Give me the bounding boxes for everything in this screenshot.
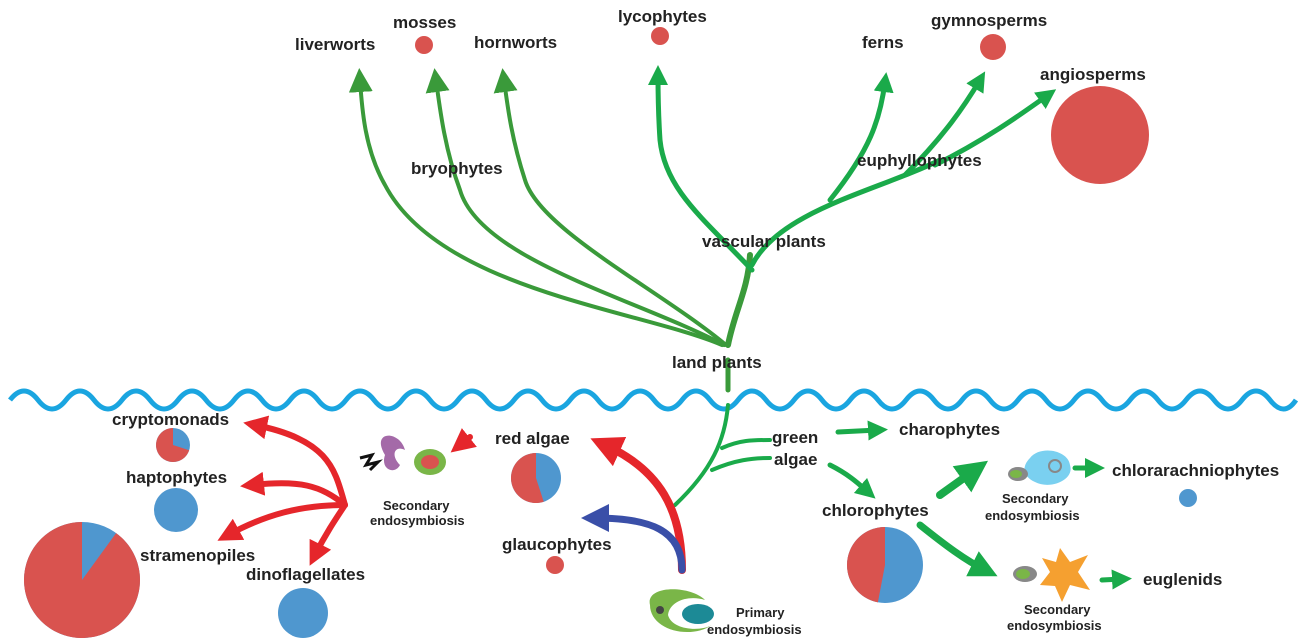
label-dinoflagellates: dinoflagellates <box>246 565 365 584</box>
branch-liverworts <box>348 68 724 347</box>
pie-charts <box>24 27 1197 638</box>
secondary-endosymbiosis-red-cell <box>359 435 446 475</box>
branch-vascular <box>725 252 753 348</box>
label-endosymbiosis-euglenid: endosymbiosis <box>1007 618 1102 633</box>
label-mosses: mosses <box>393 13 456 32</box>
primary-endosymbiosis-cell <box>649 589 714 633</box>
water-surface-line <box>8 388 1299 412</box>
label-endosymbiosis-chlorarachniophyte: endosymbiosis <box>985 508 1080 523</box>
label-primary: Primary <box>736 605 785 620</box>
secondary-endosymbiosis-chlorarachniophyte-cell <box>1008 450 1071 485</box>
branch-green-algae-bottom <box>710 456 772 472</box>
branch-green-algae-top <box>720 438 772 450</box>
pie-glaucophytes-red <box>546 556 564 574</box>
label-secondary-euglenid: Secondary <box>1024 602 1091 617</box>
label-glaucophytes: glaucophytes <box>502 535 612 554</box>
secondary-endosymbiosis-euglenid-cell <box>1013 548 1090 602</box>
branch-gymnosperms <box>902 71 986 178</box>
pie-cryptomonads-red <box>156 428 190 462</box>
label-gymnosperms: gymnosperms <box>931 11 1047 30</box>
pie-lycophytes-red <box>651 27 669 45</box>
label-secondary-chlorarachniophyte: Secondary <box>1002 491 1069 506</box>
label-secondary-red: Secondary <box>383 498 450 513</box>
label-algae: algae <box>774 450 817 469</box>
arrow-glaucophytes <box>581 504 686 574</box>
red-lineage <box>217 415 686 574</box>
branch-euphyllophytes <box>749 157 943 268</box>
label-chlorophytes: chlorophytes <box>822 501 929 520</box>
branch-mosses <box>425 68 726 347</box>
pie-mosses-red <box>415 36 433 54</box>
pie-haptophytes-blue <box>154 488 198 532</box>
label-lycophytes: lycophytes <box>618 7 707 26</box>
label-hornworts: hornworts <box>474 33 557 52</box>
label-haptophytes: haptophytes <box>126 468 227 487</box>
arrow-chlorophytes-to-euglenid-host <box>916 521 998 577</box>
arrow-charophytes <box>835 420 888 441</box>
trunk-green-algae <box>673 403 730 507</box>
label-ferns: ferns <box>862 33 904 52</box>
label-chlorarachniophytes: chlorarachniophytes <box>1112 461 1279 480</box>
arrow-haptophytes <box>240 471 348 508</box>
branch-ferns <box>827 72 894 203</box>
arrow-red-algae <box>590 437 686 574</box>
label-euphyllophytes: euphyllophytes <box>857 151 982 170</box>
label-stramenopiles: stramenopiles <box>140 546 255 565</box>
pie-stramenopiles-red <box>24 522 141 638</box>
label-euglenids: euglenids <box>1143 570 1222 589</box>
label-land-plants: land plants <box>672 353 762 372</box>
branch-lycophytes <box>648 65 755 273</box>
label-angiosperms: angiosperms <box>1040 65 1146 84</box>
branch-angiosperms <box>932 89 1057 168</box>
pie-angiosperms-red <box>1051 86 1149 184</box>
label-bryophytes: bryophytes <box>411 159 503 178</box>
pie-chlorophytes-red <box>847 527 885 603</box>
pie-dinoflagellates-blue <box>278 588 328 638</box>
label-cryptomonads: cryptomonads <box>112 410 229 429</box>
label-red-algae: red algae <box>495 429 570 448</box>
arrow-dinoflagellates <box>309 502 348 566</box>
arrow-stramenopiles <box>217 502 348 541</box>
label-endosymbiosis-primary: endosymbiosis <box>707 622 802 637</box>
arrow-cryptomonads <box>243 415 348 508</box>
land-plant-tree <box>348 68 753 393</box>
pie-red-algae-red <box>511 453 544 503</box>
arrow-to-euglenids <box>1099 569 1132 590</box>
label-charophytes: charophytes <box>899 420 1000 439</box>
arrow-chlorophytes-to-chlorarachniophyte-host <box>936 460 989 499</box>
arrow-red-to-secondary-host <box>450 428 477 453</box>
pie-gymnosperms-red <box>980 34 1006 60</box>
label-endosymbiosis-red: endosymbiosis <box>370 513 465 528</box>
label-green: green <box>772 428 818 447</box>
branch-hornworts <box>493 68 728 347</box>
green-algae-lineage <box>673 403 1132 590</box>
arrow-chlorophytes <box>827 462 876 499</box>
label-vascular-plants: vascular plants <box>702 232 826 251</box>
label-liverworts: liverworts <box>295 35 375 54</box>
vascular-plant-tree <box>648 65 1057 273</box>
pie-chlorarachniophytes-blue <box>1179 489 1197 507</box>
